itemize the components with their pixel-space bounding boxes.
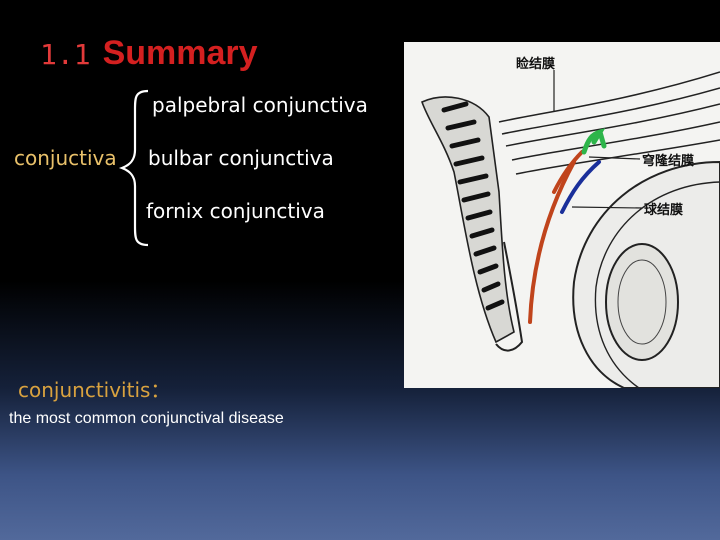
lid-layers: [498, 71, 720, 175]
eye-cross-section-diagram: [421, 70, 720, 388]
fornix-highlight: [528, 160, 576, 324]
figure-label-palpebral: 睑结膜: [516, 57, 556, 72]
figure-label-bulbar: 球结膜: [644, 203, 684, 218]
conjunctiva-anatomy-figure: 睑结膜 穹隆结膜 球结膜: [404, 42, 720, 388]
figure-label-fornix: 穹隆结膜: [642, 154, 695, 169]
conjunctivitis-heading: conjunctivitis：: [18, 378, 171, 402]
palpebral-highlight: [581, 128, 607, 155]
lens: [605, 243, 679, 361]
term-palpebral: palpebral conjunctiva: [152, 93, 368, 117]
sclera-layer: [594, 181, 720, 388]
conjunctiva-root-term: conjuctiva: [14, 146, 117, 170]
lid-margin: [495, 241, 524, 352]
title-number: 1.1: [40, 38, 91, 71]
title-text: Summary: [102, 34, 258, 72]
leader-lines: [553, 70, 643, 209]
lens-inner: [617, 259, 667, 345]
conjunctivitis-description: the most common conjunctival disease: [9, 410, 284, 427]
term-bulbar: bulbar conjunctiva: [148, 146, 334, 170]
term-fornix: fornix conjunctiva: [146, 199, 325, 223]
muscle-fibers: [441, 101, 505, 311]
slide-title: 1.1 Summary: [40, 34, 258, 78]
fornix-highlight-upper: [552, 150, 584, 194]
curly-brace-icon: [118, 89, 149, 247]
bulbar-highlight: [560, 160, 601, 214]
